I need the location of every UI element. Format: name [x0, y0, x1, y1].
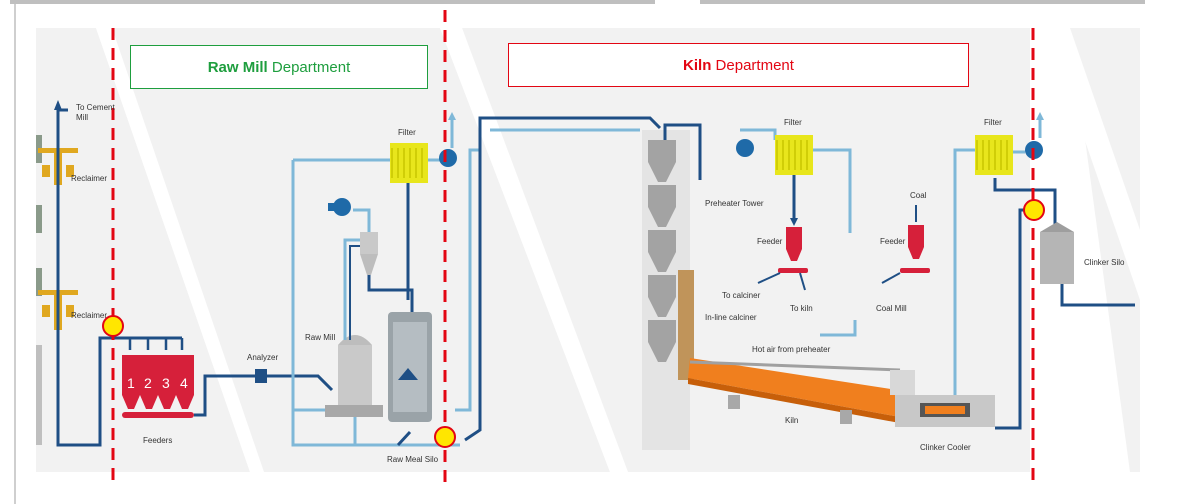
feeder-hopper-icon [778, 227, 808, 273]
hot-air-label: Hot air from preheater [752, 345, 831, 354]
filter-icon [775, 135, 813, 175]
conveyor-pipe [267, 374, 334, 392]
feeder-number: 2 [144, 375, 152, 391]
feeder-number: 1 [127, 375, 135, 391]
coal-label: Coal [910, 191, 927, 200]
marker-circle-icon [1023, 199, 1045, 221]
air-pipe [353, 208, 371, 232]
marker-circle-icon [102, 315, 124, 337]
cooler-icon [890, 370, 995, 427]
air-pipe [455, 148, 480, 412]
raw-mill-label: Raw Mill [305, 333, 335, 342]
panel-gap [1046, 28, 1140, 300]
arrow-icon [790, 218, 798, 226]
air-pipe [291, 160, 460, 447]
material-pipe [367, 275, 414, 312]
feeder-number: 3 [162, 375, 170, 391]
material-pipe [799, 272, 806, 291]
silo-icon [388, 312, 432, 422]
filter-label: Filter [784, 118, 802, 127]
to-kiln-label: To kiln [790, 304, 813, 313]
storage-block [36, 345, 42, 445]
kiln-department-suffix: Department [711, 56, 794, 74]
reclaimer-label: Reclaimer [71, 174, 107, 183]
gas-pipe [663, 123, 702, 180]
preheater-tower-label: Preheater Tower [705, 199, 764, 208]
marker-circle-icon [434, 426, 456, 448]
material-pipe [396, 430, 412, 447]
kiln-icon [688, 358, 910, 424]
to-cement-mill-label: To Cement [76, 103, 115, 112]
air-pipe [813, 148, 852, 233]
arrow-icon [54, 100, 62, 110]
filter-icon [975, 135, 1013, 175]
fan-icon [328, 198, 351, 216]
filter-label: Filter [398, 128, 416, 137]
to-calciner-label: To calciner [722, 291, 761, 300]
top-strip-left [10, 0, 655, 4]
analyzer-label: Analyzer [247, 353, 278, 362]
cyclone-icon [360, 232, 378, 275]
panel-gap [440, 28, 628, 472]
feeder-number: 4 [180, 375, 188, 391]
storage-block [36, 205, 42, 233]
raw-mill-department-box: Raw Mill Department [130, 45, 428, 89]
feed-pipe [464, 116, 662, 442]
kiln-department-highlight: Kiln [683, 56, 712, 74]
to-cement-mill-label-line2: Mill [76, 113, 88, 122]
kiln-department-box: Kiln Department [508, 43, 969, 87]
feeders-label: Feeders [143, 436, 172, 445]
material-pipe [349, 245, 360, 340]
storage-block [36, 268, 42, 296]
fan-icon [439, 149, 457, 167]
inline-calciner-label: In-line calciner [705, 313, 757, 322]
feeder-hopper-icon [122, 338, 194, 418]
arrow-icon [1036, 112, 1044, 120]
coal-mill-label: Coal Mill [876, 304, 907, 313]
material-pipe [881, 272, 901, 284]
raw-mill-department-highlight: Raw Mill [207, 58, 268, 76]
material-pipe [757, 272, 781, 284]
panel-gap [96, 28, 264, 472]
panel-storage [36, 28, 250, 472]
reclaimer-label: Reclaimer [71, 311, 107, 320]
air-pipe [820, 320, 857, 337]
feeder-label: Feeder [757, 237, 783, 246]
kiln-label: Kiln [785, 416, 798, 425]
filter-label: Filter [984, 118, 1002, 127]
arrow-icon [448, 112, 456, 120]
filter-icon [390, 143, 428, 183]
raw-meal-silo-label: Raw Meal Silo [387, 455, 439, 464]
air-pipe [953, 148, 975, 395]
feeder-label: Feeder [880, 237, 906, 246]
raw-mill-department-suffix: Department [267, 58, 351, 76]
clinker-silo-label: Clinker Silo [1084, 258, 1125, 267]
panel-kiln [462, 28, 1030, 472]
top-strip-right [700, 0, 1145, 4]
material-pipe [993, 178, 1057, 225]
raw-mill-icon [325, 335, 383, 417]
feeder-hopper-icon [900, 225, 930, 273]
silo-icon [1040, 222, 1074, 284]
fan-icon [736, 139, 754, 157]
conveyor-pipe [194, 374, 255, 417]
preheater-tower-icon [642, 130, 694, 450]
clinker-cooler-label: Clinker Cooler [920, 443, 971, 452]
analyzer-icon [255, 369, 267, 383]
air-pipe [343, 238, 360, 340]
material-pipe [1060, 284, 1135, 307]
